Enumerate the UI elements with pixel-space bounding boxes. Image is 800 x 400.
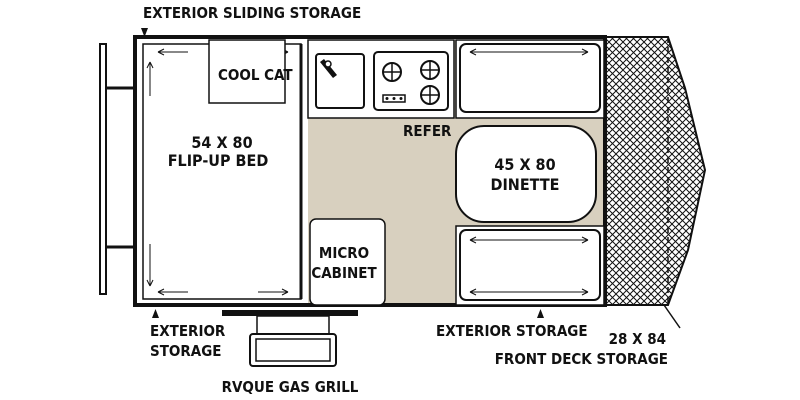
dinette-size-label: 45 X 80 <box>494 155 555 174</box>
cool-cat-ac <box>208 39 286 104</box>
cool-cat-label: COOL CAT <box>218 66 293 84</box>
exterior-sliding-storage-label: EXTERIOR SLIDING STORAGE <box>143 4 361 22</box>
exterior-storage-left-label-1: EXTERIOR <box>150 322 226 340</box>
gas-grill-label: RVQUE GAS GRILL <box>222 378 359 396</box>
bed-size-label: 54 X 80 <box>191 133 252 152</box>
exterior-sliding-storage-arrow <box>141 28 148 37</box>
front-deck-storage <box>604 36 707 306</box>
dinette-table <box>455 125 597 223</box>
kitchen-counter <box>307 39 455 119</box>
dinette-name-label: DINETTE <box>490 175 559 194</box>
rear-rack <box>99 43 135 295</box>
front-deck-name-label: FRONT DECK STORAGE <box>495 350 668 368</box>
bed-name-label: FLIP-UP BED <box>168 151 269 170</box>
refer-label: REFER <box>403 122 452 140</box>
front-deck-leader <box>663 304 681 329</box>
micro-label-line1: MICRO <box>319 244 369 262</box>
front-deck-size-label: 28 X 84 <box>609 330 666 348</box>
exterior-storage-left-label-2: STORAGE <box>150 342 222 360</box>
dinette-seat-bottom <box>455 225 605 306</box>
micro-cabinet <box>309 218 386 306</box>
gas-grill <box>222 310 358 367</box>
dinette-seat-top <box>455 39 605 119</box>
exterior-storage-left-arrow <box>152 309 159 318</box>
micro-label-line2: CABINET <box>311 264 377 282</box>
exterior-storage-bottom-label: EXTERIOR STORAGE <box>436 322 588 340</box>
exterior-storage-bottom-arrow <box>537 309 544 318</box>
